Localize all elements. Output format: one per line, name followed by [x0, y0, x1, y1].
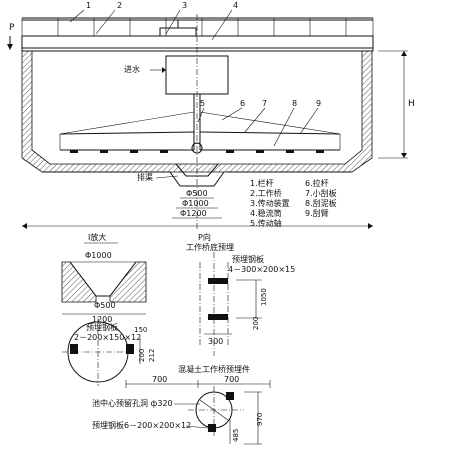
bottom-plate-upper — [226, 392, 234, 400]
legend-item-3: 3.传动装置 — [250, 198, 290, 208]
legend-item-5: 5.传动轴 — [250, 218, 282, 228]
detail-p-dim-300: 300 — [208, 337, 223, 346]
scraper-arms — [59, 111, 341, 153]
detail-i-title: I放大 — [88, 232, 106, 242]
part-number-7: 7 — [262, 99, 267, 108]
bottom-hole-label: 池中心预留孔洞 ф320 — [92, 398, 173, 408]
detail-p-embed-spec: 4－300×200×15 — [228, 265, 295, 274]
detail-p-dim-200: 200 — [252, 317, 260, 330]
drive-unit — [159, 27, 197, 37]
part-number-9: 9 — [316, 99, 321, 108]
detail-i-wall-left — [61, 261, 97, 303]
center-sump — [169, 171, 225, 187]
part-number-6: 6 — [240, 99, 245, 108]
main-section-view: 1 2 3 4 P — [7, 1, 415, 230]
detail-p-plate-bottom — [208, 314, 228, 320]
legend-item-2: 2.工作桥 — [250, 188, 282, 198]
inlet-label: 进水 — [124, 64, 140, 74]
handrail — [21, 17, 374, 36]
part-number-4: 4 — [233, 1, 238, 10]
detail-p-dim-1050: 1050 — [260, 288, 268, 306]
bottom-plate-lower — [208, 424, 216, 432]
detail-p-title: P向 — [198, 232, 211, 242]
detail-i-dim-150: 150 — [134, 326, 147, 334]
detail-i-dim-212: 212 — [148, 349, 156, 362]
detail-i-plate-right — [126, 344, 134, 354]
legend-item-7: 7.小刮板 — [305, 188, 337, 198]
detail-i-dim-width: 1200 — [92, 315, 112, 324]
dim-phi1000: Φ1000 — [182, 199, 209, 208]
detail-p-subtitle: 工作桥底预埋 — [186, 242, 234, 252]
bottom-embed-label: 预埋钢板6－200×200×12 — [92, 420, 191, 430]
bottom-dim-485: 485 — [232, 429, 240, 442]
legend-item-4: 4.稳流筒 — [250, 208, 282, 218]
detail-i-dim-top: Φ1000 — [85, 251, 112, 260]
part-number-1: 1 — [86, 1, 91, 10]
detail-p-embed-label: 预埋钢板 — [232, 254, 264, 264]
part-number-5: 5 — [200, 99, 205, 108]
bottom-dim-700-right: 700 — [224, 375, 239, 384]
detail-p-plate-top — [208, 278, 228, 284]
dim-phi500: Φ500 — [186, 189, 208, 198]
detail-i-embed-label: 预埋钢板 — [86, 322, 118, 332]
bottom-dim-970: 970 — [256, 413, 264, 426]
detail-i-plate-left — [70, 344, 78, 354]
legend-item-9: 9.刮臂 — [305, 208, 329, 218]
detail-i-view: I放大 Φ1000 Φ500 1200 预埋钢板 2－200×150×12 15… — [61, 232, 156, 386]
bottom-detail-title: 混凝土工作桥预埋件 — [178, 364, 250, 374]
detail-i-dim-bottom: Φ500 — [94, 301, 116, 310]
detail-i-dim-200: 200 — [138, 349, 146, 362]
bottom-dim-700-left: 700 — [152, 375, 167, 384]
part-number-3: 3 — [182, 1, 187, 10]
parts-legend: 1.栏杆 6.拉杆 2.工作桥 7.小刮板 3.传动装置 8.刮泥板 4.稳流筒… — [250, 178, 337, 228]
work-bridge — [21, 35, 374, 49]
height-label: H — [408, 99, 415, 109]
legend-item-8: 8.刮泥板 — [305, 198, 337, 208]
ditch-label: 排渠 — [137, 172, 153, 182]
part-number-labels-lower: 5 6 7 8 9 — [197, 99, 321, 147]
legend-item-6: 6.拉杆 — [305, 178, 329, 188]
bridge-embed-detail: 混凝土工作桥预埋件 700 700 池中心预留孔洞 ф320 预埋钢板6－200… — [92, 364, 271, 445]
part-number-2: 2 — [117, 1, 122, 10]
sump-dimensions: Φ500 Φ1000 Φ1200 — [172, 189, 222, 219]
part-number-8: 8 — [292, 99, 297, 108]
detail-i-wall-right — [109, 261, 147, 303]
detail-i-embed-spec: 2－200×150×12 — [74, 333, 141, 342]
view-marker-p: P — [9, 23, 15, 33]
dim-phi1200: Φ1200 — [180, 209, 207, 218]
detail-p-view: P向 工作桥底预埋 预埋钢板 4－300×200×15 1050 200 300 — [186, 232, 295, 356]
legend-item-1: 1.栏杆 — [250, 178, 274, 188]
